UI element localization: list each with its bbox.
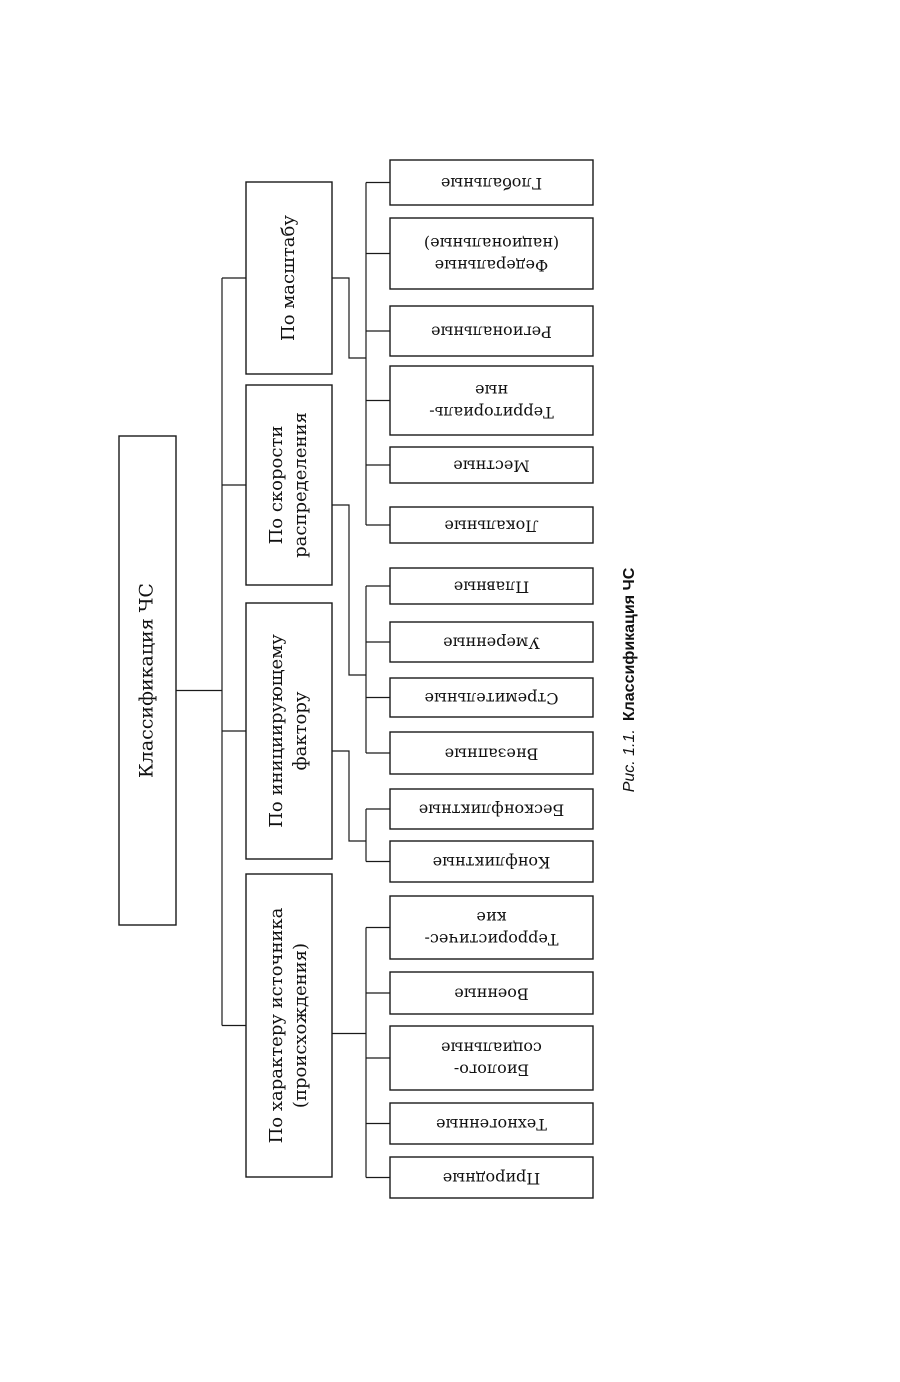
leaf-node <box>389 217 594 290</box>
leaf-label-line: Техногенные <box>436 1115 547 1134</box>
svg-text:Рис. 1.1. Классификация: Рис. 1.1. Классификация ЧС <box>621 567 639 792</box>
leaf-label: Конфликтные <box>433 853 551 872</box>
leaf-node <box>389 621 594 663</box>
leaf-label: Глобальные <box>441 174 542 193</box>
leaf-node <box>389 895 594 960</box>
category-node-scale <box>245 181 333 375</box>
leaf-label: Внезапные <box>445 745 539 764</box>
category-label-factor-line: фактору <box>290 691 311 770</box>
leaf-label-line: Внезапные <box>445 745 539 764</box>
leaf-label-line: Умеренные <box>443 634 540 653</box>
leaf-node <box>389 1156 594 1199</box>
caption-title: Классификация ЧС <box>621 567 638 721</box>
leaf-label-line: (национальные) <box>424 234 559 253</box>
leaf-label: Бесконфликтные <box>419 801 565 820</box>
leaf-node <box>389 305 594 357</box>
category-elbow-speed <box>332 504 366 676</box>
leaf-label: Территориаль-ные <box>429 381 554 422</box>
leaf-label: Локальные <box>444 517 538 536</box>
leaf-label-line: Глобальные <box>441 174 542 193</box>
leaf-label-line: Региональные <box>431 323 552 342</box>
leaf-label: Умеренные <box>443 634 540 653</box>
leaf-node <box>389 788 594 830</box>
category-label-speed-line: По скорости <box>266 426 287 545</box>
caption-prefix: Рис. 1.1. <box>621 729 638 792</box>
leaf-label: Региональные <box>431 323 552 342</box>
leaf-node <box>389 159 594 206</box>
leaf-node <box>389 1102 594 1145</box>
leaf-label-line: Конфликтные <box>433 853 551 872</box>
leaf-label-line: Территориаль- <box>429 403 554 422</box>
category-label-source: По характеру источника(происхождения) <box>266 907 311 1143</box>
leaf-label-line: Плавные <box>454 578 530 597</box>
category-elbow-factor <box>332 750 366 842</box>
category-elbow-scale <box>332 277 366 359</box>
category-node-source <box>245 873 333 1178</box>
leaf-label: Местные <box>453 457 530 476</box>
category-label-source-line: По характеру источника <box>266 907 287 1143</box>
leaf-label: Биолого-социальные <box>441 1039 542 1080</box>
leaf-node <box>389 506 594 544</box>
leaf-label-line: Террористичес- <box>424 930 558 949</box>
leaf-label-line: Местные <box>453 457 530 476</box>
category-label-factor-line: По инициирующему <box>266 634 287 828</box>
category-label-speed-line: распределения <box>290 412 311 558</box>
leaf-node <box>389 731 594 775</box>
category-node-speed <box>245 384 333 586</box>
leaf-label: Военные <box>454 985 528 1004</box>
leaf-label-line: Природные <box>443 1169 540 1188</box>
leaf-node <box>389 840 594 883</box>
leaf-label-line: Бесконфликтные <box>419 801 565 820</box>
leaf-label-line: Стремительные <box>425 689 559 708</box>
leaf-label-line: социальные <box>441 1039 542 1058</box>
leaf-label: Стремительные <box>425 689 559 708</box>
category-label-source-line: (происхождения) <box>290 943 311 1108</box>
leaf-node <box>389 971 594 1015</box>
leaf-label: Федеральные (национальные) <box>424 234 559 275</box>
root-node-label-line: Классификация ЧС <box>136 583 158 778</box>
leaf-label-line: Локальные <box>444 517 538 536</box>
leaf-label-line: ные <box>475 381 508 400</box>
connector-lines <box>176 181 390 1179</box>
leaf-node <box>389 567 594 605</box>
root-node-label: Классификация ЧС <box>136 583 158 778</box>
leaf-label: Техногенные <box>436 1115 547 1134</box>
leaf-node <box>389 1025 594 1091</box>
leaf-node <box>389 365 594 436</box>
category-label-scale: По масштабу <box>278 215 299 341</box>
figure-caption: Рис. 1.1. Классификация ЧС <box>621 567 639 792</box>
leaf-node <box>389 446 594 484</box>
leaf-label: Плавные <box>454 578 530 597</box>
category-node-factor <box>245 602 333 860</box>
leaf-label-line: Военные <box>454 985 528 1004</box>
leaf-label-line: Биолого- <box>454 1061 529 1080</box>
leaf-label: Природные <box>443 1169 540 1188</box>
category-label-scale-line: По масштабу <box>278 215 299 341</box>
leaf-label-line: Федеральные <box>435 256 549 275</box>
leaf-label: Террористичес-кие <box>424 908 558 949</box>
leaf-node <box>389 677 594 718</box>
leaf-label-line: кие <box>476 908 506 927</box>
root-node <box>118 435 177 926</box>
